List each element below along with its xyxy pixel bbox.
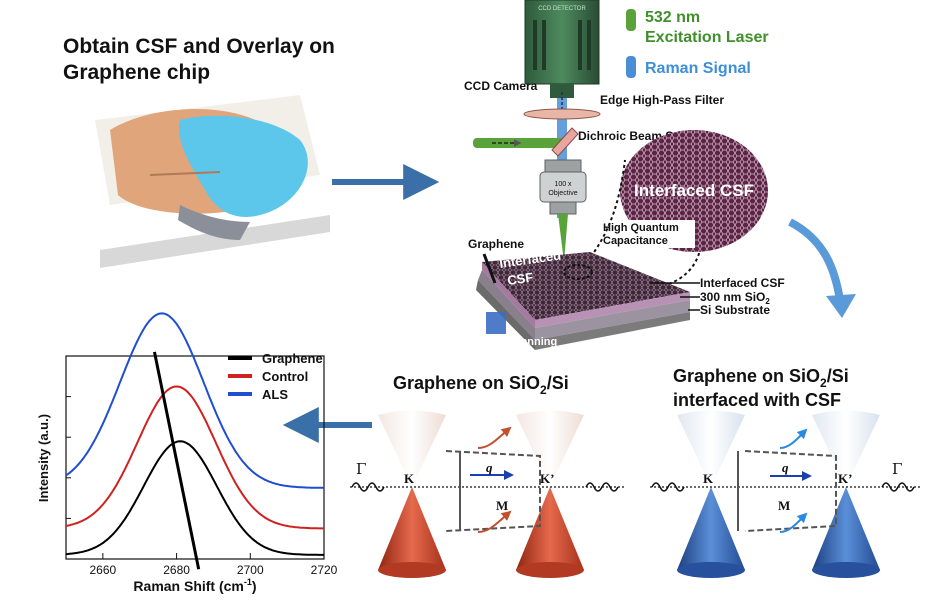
x-tick-label: 2720 [311,563,338,577]
layer-csf-label: Interfaced CSF [700,276,785,290]
graphene-label: Graphene [468,237,524,251]
ccd-detector-label: CCD DETECTOR [538,6,586,12]
q-right: q [782,460,789,475]
interfaced-csf-zoom-label: Interfaced CSF [634,181,754,200]
k-right: K [703,471,714,486]
kprime-right: K’ [838,471,852,486]
laser-legend-label-2: Excitation Laser [645,29,769,46]
objective-label: 100 x [554,181,572,188]
step1-title: Obtain CSF and Overlay on Graphene chip [63,35,335,84]
laser-legend-swatch [626,9,636,31]
edge-filter [523,108,601,120]
raman-beam [557,98,567,218]
gamma-left: Γ [356,460,366,478]
x-tick-label: 2700 [237,563,264,577]
m-left: M [496,498,508,513]
high-qc-label: High Quantum [603,222,679,234]
layer-si-label: Si Substrate [700,303,770,317]
chart-series [65,312,325,556]
ccd-camera-label: CCD Camera [464,79,538,93]
laser-legend-label: 532 nm [645,9,700,26]
k-left: K [404,471,415,486]
beam-splitter [551,127,579,157]
layer-sio2-label: 300 nm SiO2 [700,290,770,306]
band-left-title: Graphene on SiO2/Si [393,373,569,397]
legend-label-control: Control [262,369,308,384]
raman-chart: 2660 2680 2700 2720 Intensity (a.u.) Raman … [36,312,338,594]
band-diagram-right [650,410,920,578]
series-line-als [65,312,325,489]
series-line-graphene [65,440,324,556]
x-tick-label: 2660 [90,563,117,577]
filter-label: Edge High-Pass Filter [600,93,724,107]
band-right-title-2: interfaced with CSF [673,390,841,410]
high-qc-label-2: Capacitance [603,235,668,247]
legend-label-graphene: Graphene [262,351,323,366]
chart-axis-ticks: 2660 2680 2700 2720 [66,396,338,577]
gamma-right: Γ [892,460,902,478]
chart-frame [65,355,325,560]
objective-lens: 100 x Objective [539,159,587,215]
ccd-camera: CCD DETECTOR [524,0,600,98]
chart-ylabel: Intensity (a.u.) [36,414,51,502]
chip-csf-label-2: CSF [506,269,534,287]
raman-legend-label: Raman Signal [645,60,751,77]
raman-legend-swatch [626,56,636,78]
band-right-title: Graphene on SiO2/Si [673,366,849,390]
kprime-left: K’ [540,471,554,486]
patient-illustration [95,95,330,268]
xy-scanning-label: x-y scanning [490,336,557,348]
q-left: q [486,460,493,475]
arrow-to-bands [788,218,844,301]
band-diagram-left [350,410,625,578]
objective-label-2: Objective [548,190,577,197]
peak-shift-trend-line [152,351,201,570]
series-line-control [65,385,324,530]
chart-xlabel: Raman Shift (cm-1) [133,577,256,594]
graphene-chip [476,252,690,350]
m-right: M [778,498,790,513]
x-tick-label: 2680 [163,563,190,577]
legend-label-als: ALS [262,387,288,402]
